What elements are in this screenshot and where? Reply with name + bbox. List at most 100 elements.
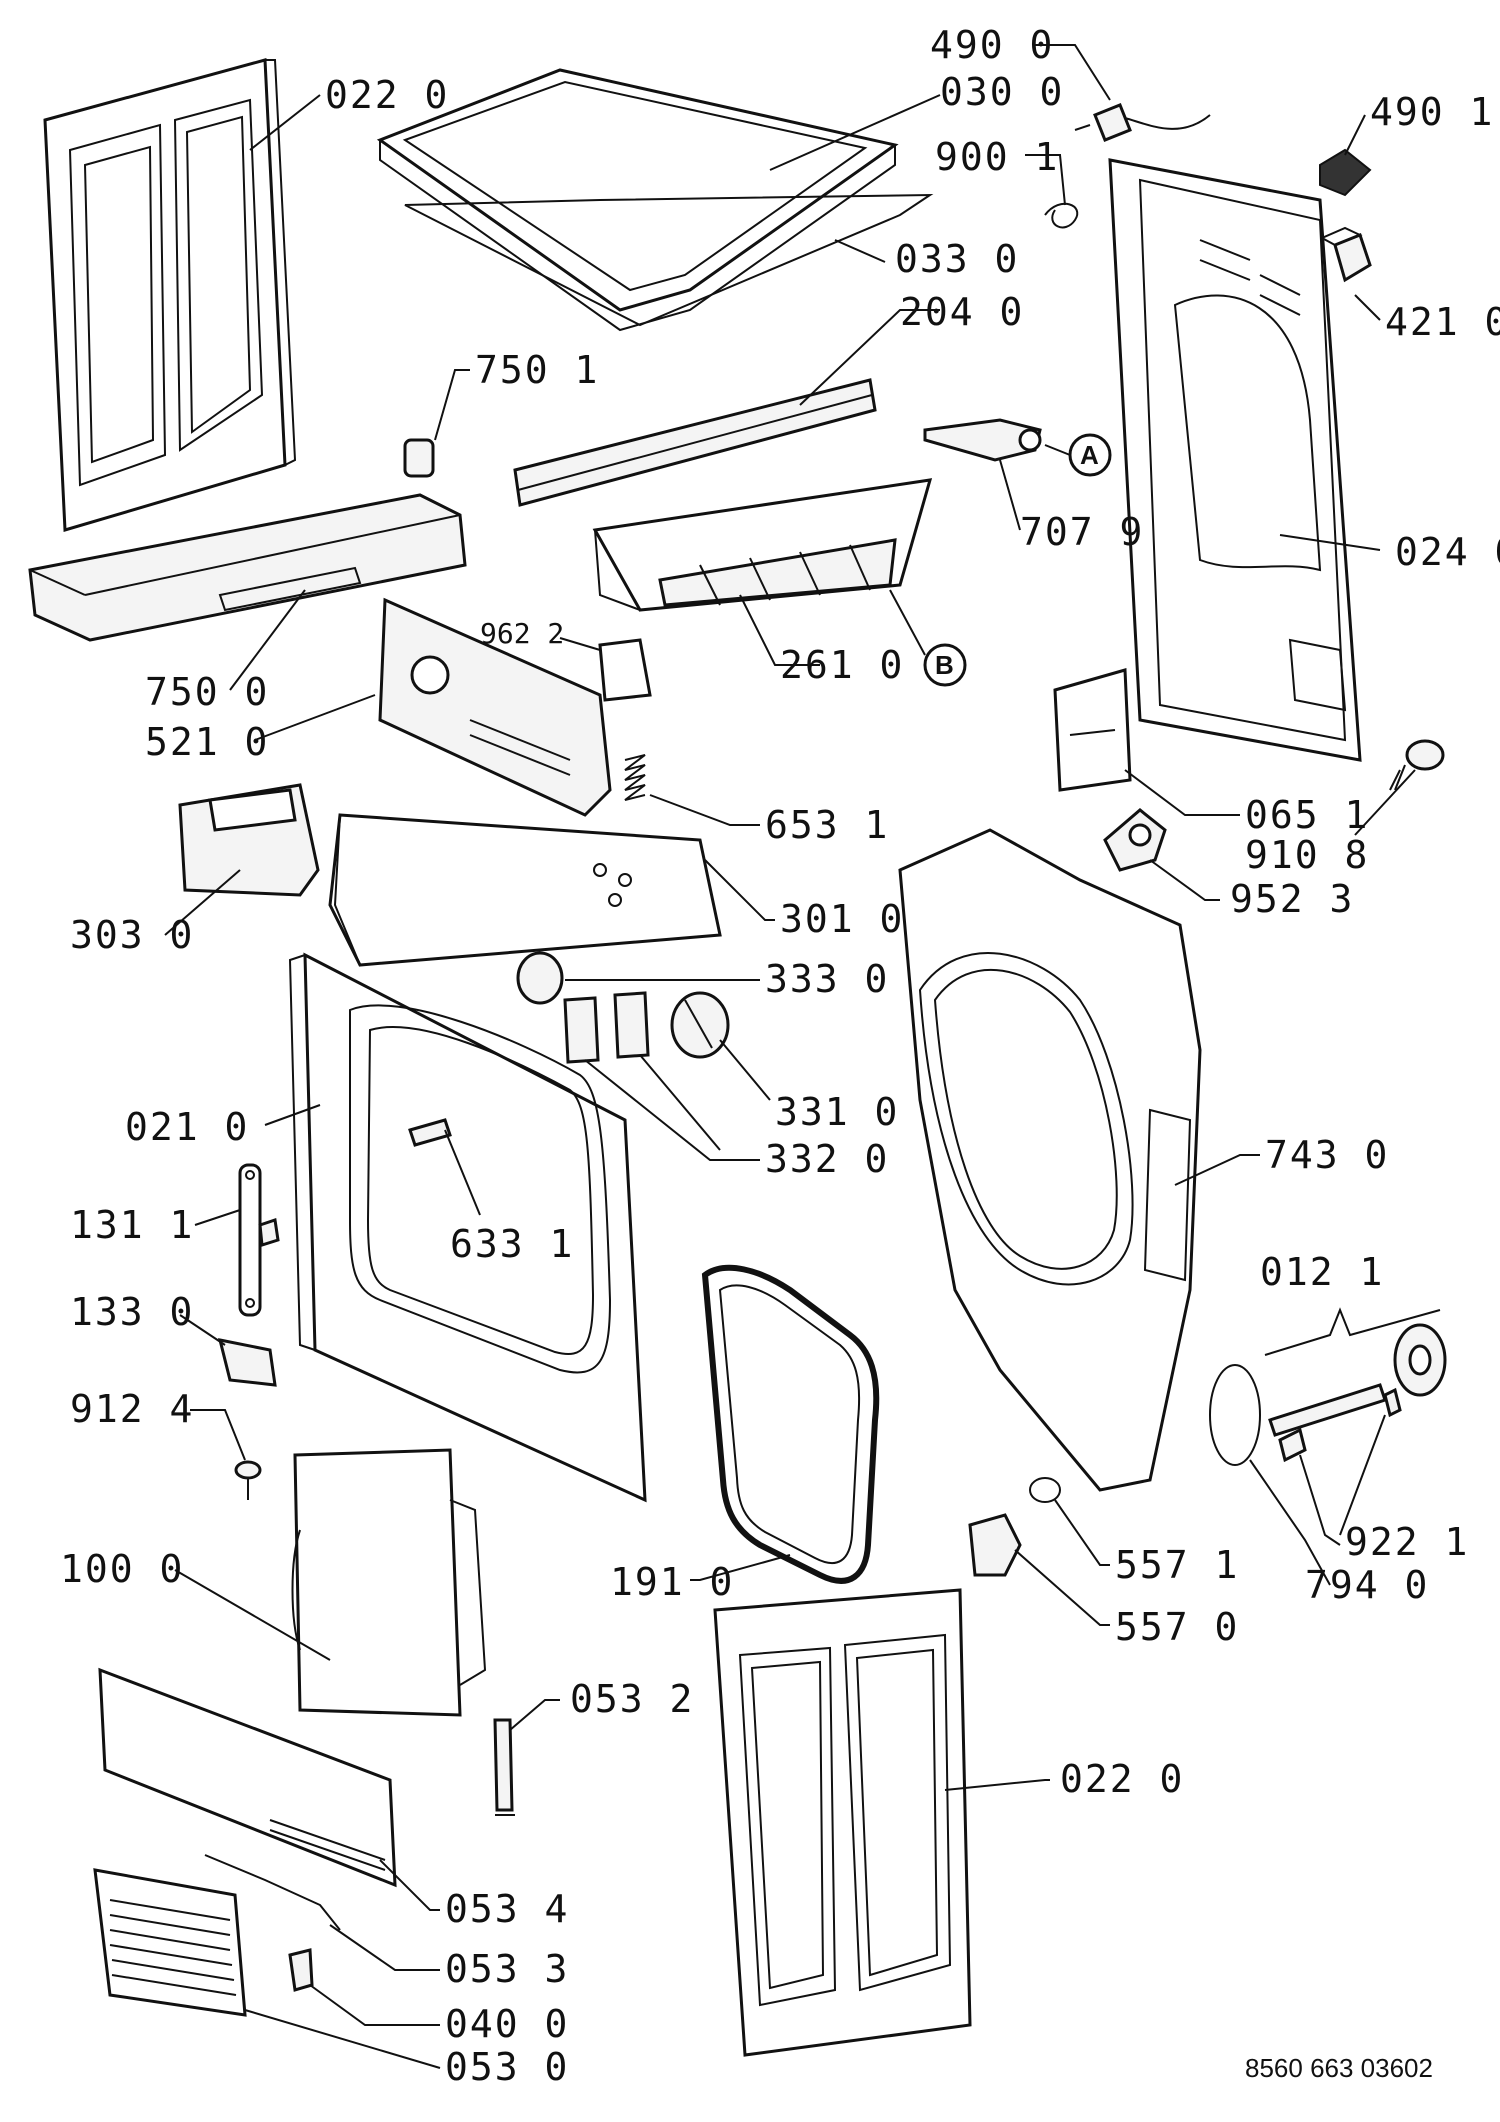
label-900-1: 900 1	[935, 135, 1059, 179]
leader-332-0-a	[584, 1059, 760, 1161]
drum-housing-743	[898, 828, 1202, 1492]
label-750-0: 750 0	[145, 670, 269, 714]
callout-a-text: A	[1080, 440, 1099, 470]
gasket-191	[701, 1264, 880, 1584]
filter-421	[1319, 226, 1372, 283]
bracket-012-1	[1264, 1307, 1441, 1356]
part-053-2	[493, 1718, 515, 1816]
leader-900-1	[1025, 154, 1066, 206]
label-952-3: 952 3	[1230, 877, 1354, 921]
plate-962-2	[598, 638, 652, 702]
label-204-0: 204 0	[900, 290, 1024, 334]
heater-053-4	[98, 1667, 397, 1888]
label-557-1: 557 1	[1115, 1543, 1239, 1587]
label-012-1: 012 1	[1260, 1250, 1384, 1294]
leader-653-1	[649, 794, 760, 826]
leader-024-0	[1279, 534, 1381, 551]
leader-133-0	[179, 1314, 226, 1346]
strip-204	[513, 378, 877, 507]
leader-962-2	[559, 637, 601, 651]
label-191-0: 191 0	[610, 1560, 734, 1604]
label-040-0: 040 0	[445, 2002, 569, 2046]
label-053-4: 053 4	[445, 1887, 569, 1931]
tray-750-0	[28, 493, 467, 642]
label-521-0: 521 0	[145, 720, 269, 764]
leader-912-4	[190, 1409, 246, 1461]
leader-040-0	[309, 1984, 440, 2026]
label-743-0: 743 0	[1265, 1133, 1389, 1177]
top-lid	[376, 68, 934, 332]
label-033-0: 033 0	[895, 237, 1019, 281]
leader-131-1	[194, 1209, 241, 1226]
leader-633-1	[444, 1129, 481, 1216]
fascia-301	[328, 813, 722, 967]
drawer-303	[178, 783, 320, 897]
pump-952-3	[1103, 808, 1167, 872]
back-panel	[1108, 158, 1362, 762]
pulley-012	[1268, 1323, 1447, 1463]
leader-331-0	[719, 1039, 771, 1101]
leader-743-0	[1174, 1154, 1260, 1186]
power-cord	[1074, 103, 1211, 142]
grille-040	[93, 1868, 247, 2017]
label-030-0: 030 0	[940, 70, 1064, 114]
cord-clamp	[1319, 148, 1372, 197]
side-panel-top-left	[43, 58, 297, 532]
leader-065-1	[1124, 769, 1240, 816]
leader-557-1	[1054, 1499, 1110, 1566]
label-131-1: 131 1	[70, 1203, 194, 1247]
leader-303-0	[164, 869, 241, 936]
label-133-0: 133 0	[70, 1290, 194, 1334]
label-922-1: 922 1	[1345, 1520, 1469, 1564]
leader-204-0	[799, 309, 940, 406]
hinge-131	[238, 1163, 280, 1317]
label-022-0-top: 022 0	[325, 73, 449, 117]
leader-557-0	[1014, 1549, 1110, 1626]
label-024-0: 024 0	[1395, 530, 1500, 574]
leader-022-0-bottom	[944, 1779, 1050, 1791]
leader-022-0-top	[249, 94, 321, 151]
sensor-707-9	[923, 418, 1042, 462]
leader-910-8	[1354, 769, 1416, 836]
leader-490-1	[1344, 114, 1366, 156]
leader-circle-b	[889, 589, 926, 656]
leader-261-0	[739, 594, 820, 666]
label-053-2: 053 2	[570, 1677, 694, 1721]
leader-100-0	[174, 1569, 331, 1661]
label-910-8: 910 8	[1245, 833, 1369, 877]
leader-191-0	[690, 1554, 791, 1581]
leader-301-0	[704, 859, 775, 921]
label-303-0: 303 0	[70, 913, 194, 957]
leader-053-2	[509, 1699, 560, 1731]
label-633-1: 633 1	[450, 1222, 574, 1266]
label-794-0: 794 0	[1305, 1563, 1429, 1607]
pin-633	[408, 1118, 452, 1147]
leader-490-0	[1035, 44, 1111, 101]
buttons-332	[563, 991, 650, 1064]
leader-421-0	[1354, 294, 1381, 321]
label-962-2: 962 2	[480, 617, 564, 650]
cap-557-0	[968, 1513, 1022, 1577]
label-707-9: 707 9	[1020, 510, 1144, 554]
callout-b-text: B	[935, 650, 954, 680]
label-331-0: 331 0	[775, 1090, 899, 1134]
label-022-0-bottom: 022 0	[1060, 1757, 1184, 1801]
leader-332-0-b	[639, 1054, 721, 1151]
leader-053-3	[329, 1924, 440, 1971]
label-301-0: 301 0	[780, 897, 904, 941]
label-100-0: 100 0	[60, 1547, 184, 1591]
cap-750-1	[403, 438, 435, 478]
foot-910-8	[1389, 739, 1445, 791]
leader-circle-a	[1044, 444, 1071, 456]
label-065-1: 065 1	[1245, 793, 1369, 837]
lock-133	[217, 1338, 277, 1387]
clip-900	[1044, 202, 1079, 229]
knob-333	[516, 951, 564, 1005]
callout-circle-b	[923, 643, 967, 687]
label-750-1: 750 1	[475, 348, 599, 392]
leader-707-9	[999, 459, 1021, 531]
leader-952-3	[1149, 859, 1220, 901]
label-557-0: 557 0	[1115, 1605, 1239, 1649]
front-panel	[288, 952, 647, 1503]
belt-794	[1209, 1364, 1261, 1466]
